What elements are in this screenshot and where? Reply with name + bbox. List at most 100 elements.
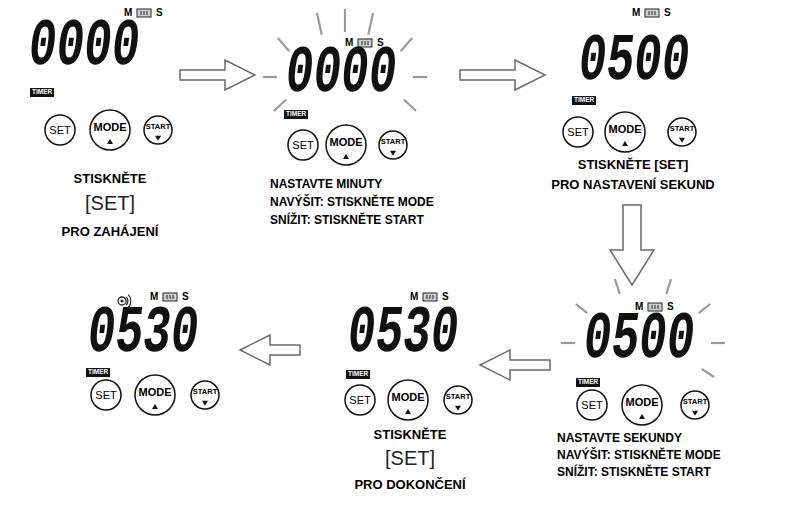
timer-panel: 0500MSNASTAVTE SEKUNDYNAVÝŠIT: STISKNĚTE… [550,285,775,485]
unit-label: S [156,8,163,18]
blink-ray [561,342,575,344]
sound-icon-bar [652,11,653,15]
timer-label: TIMER [572,96,596,105]
button-label: MODE [134,387,176,398]
unit-label: S [664,8,671,18]
instruction-text: STISKNĚTE [74,172,147,185]
sound-icon-bar [170,295,171,299]
blink-ray [317,13,322,35]
blink-ray [413,76,427,78]
blink-ray [702,369,714,377]
button-circle [191,381,219,409]
button-circle [622,385,662,425]
lcd-icons [263,9,427,111]
button-label: START [443,393,473,401]
button-label: MODE [89,122,131,133]
blink-ray [344,9,346,32]
mode-label: TIMER [574,97,594,104]
unit-label: M [345,38,353,48]
up-arrow-mark [622,141,628,146]
button-label: START [680,398,710,406]
button-circle [45,115,75,145]
mode-button: MODE [604,111,646,153]
button-circle [577,390,607,420]
button-circle [91,380,121,410]
button-label: SET [44,125,76,136]
down-arrow-mark [679,138,685,143]
mode-label: TIMER [32,89,52,96]
sound-icon-bar [655,11,656,15]
sound-icon-bar [433,295,434,299]
set-button: SET [287,129,319,161]
set-button: SET [576,389,608,421]
button-circle [668,118,696,146]
instruction-text: [SET] [385,448,435,468]
timer-panel: 0000MSSTISKNĚTE[SET]PRO ZAHÁJENÍTIMERSET… [15,8,180,250]
sound-icon-bar [167,295,168,299]
lcd-digits: 0000 [282,40,401,107]
instruction-text: NASTAVTE SEKUNDY [557,432,682,444]
sound-icon-bar [147,11,148,15]
button-circle [144,116,172,144]
blink-ray [615,279,620,294]
button-circle [388,380,428,420]
start-button: START [680,390,710,420]
down-arrow-mark [692,411,698,416]
start-button: START [443,385,473,415]
button-circle [444,386,472,414]
set-button: SET [562,116,594,148]
blink-ray [401,38,412,51]
mode-label: TIMER [348,371,368,378]
mode-label: TIMER [578,379,598,386]
lcd-digits: 0530 [84,300,203,367]
button-label: START [378,138,408,146]
blink-ray [666,279,671,294]
unit-label: S [377,38,384,48]
instruction-text: PRO ZAHÁJENÍ [62,225,159,238]
blink-ray [278,38,289,51]
mode-label: TIMER [286,111,306,118]
sound-icon-bar [427,295,428,299]
button-label: START [667,125,697,133]
instruction-text: PRO NASTAVENÍ SEKUND [551,178,714,191]
unit-label: M [632,8,640,18]
instruction-text: [SET] [85,193,135,213]
blink-ray [711,342,725,344]
mode-button: MODE [89,109,131,151]
set-button: SET [344,384,376,416]
button-label: START [190,388,220,396]
down-arrow-mark [155,136,161,141]
blink-ray [699,304,710,313]
button-label: SET [287,140,319,151]
button-circle [90,110,130,150]
button-label: SET [344,395,376,406]
up-arrow-mark [107,139,113,144]
mode-button: MODE [387,379,429,421]
set-button: SET [44,114,76,146]
button-label: START [143,123,173,131]
mode-button: MODE [621,384,663,426]
unit-label: S [442,292,449,302]
instruction-text: NAVÝŠIT: STISKNĚTE MODE [557,449,721,461]
timer-panel: 0000MSNASTAVTE MINUTYNAVÝŠIT: STISKNĚTE … [255,8,460,233]
sound-icon [645,9,659,17]
timer-label: TIMER [86,368,110,377]
set-button: SET [90,379,122,411]
lcd-icons [561,279,725,377]
mode-label: TIMER [88,369,108,376]
mode-button: MODE [134,374,176,416]
timer-label: TIMER [30,88,54,97]
unit-label: M [635,302,643,312]
lcd-digits: 0000 [25,13,144,80]
up-arrow-mark [152,404,158,409]
lcd-digits: 0500 [580,306,699,373]
up-arrow-mark [405,409,411,414]
button-circle [345,385,375,415]
instruction-text: STISKNĚTE [374,428,447,441]
button-circle [135,375,175,415]
instruction-text: PRO DOKONČENÍ [354,478,465,491]
instruction-text: SNÍŽIT: STISKNĚTE START [270,214,424,226]
button-circle [681,391,709,419]
down-arrow-mark [202,401,208,406]
button-label: SET [562,127,594,138]
